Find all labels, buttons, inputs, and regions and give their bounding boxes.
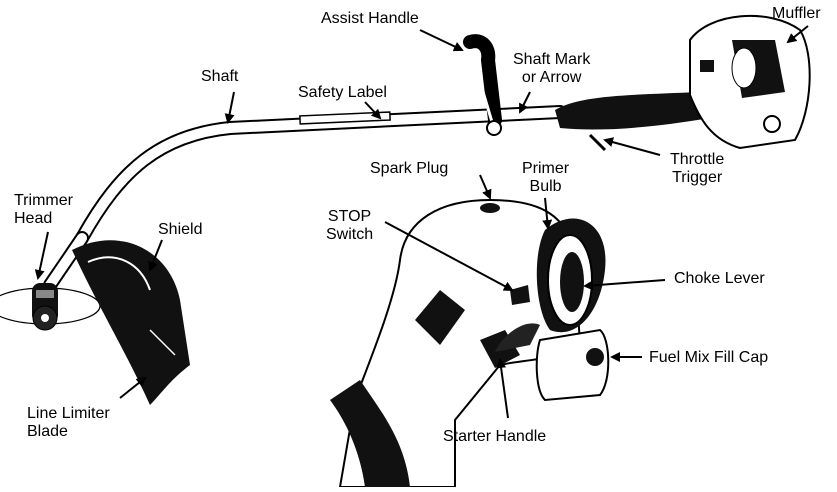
- label-assist-handle: Assist Handle: [321, 10, 419, 27]
- label-shaft: Shaft: [201, 68, 239, 85]
- assist-handle-drawing: [463, 34, 502, 136]
- arrow-line-limiter: [119, 376, 147, 399]
- label-spark-plug: Spark Plug: [370, 160, 449, 177]
- arrow-trimmer-head: [34, 231, 49, 280]
- safety-label-drawing: [299, 111, 391, 125]
- label-fuel-mix-fill-cap: Fuel Mix Fill Cap: [649, 349, 769, 366]
- arrow-stop-switch: [384, 221, 514, 291]
- arrow-primer-bulb: [542, 197, 553, 230]
- label-muffler: Muffler: [772, 5, 821, 22]
- arrow-assist-handle: [419, 29, 464, 52]
- arrow-shaft: [224, 91, 235, 124]
- arrow-throttle-trigger: [603, 137, 661, 156]
- label-safety-label: Safety Label: [298, 84, 387, 101]
- rear-grip-drawing: [555, 92, 710, 152]
- arrow-muffler: [786, 25, 809, 44]
- label-choke-lever: Choke Lever: [674, 270, 765, 287]
- arrow-starter-handle: [496, 358, 509, 419]
- arrow-shaft-mark: [519, 91, 531, 114]
- label-starter-handle: Starter Handle: [443, 428, 547, 445]
- arrow-choke-lever: [583, 279, 666, 291]
- arrow-spark-plug: [479, 174, 492, 200]
- shaft-drawing: [43, 105, 567, 292]
- shield-drawing: [72, 240, 190, 405]
- label-shield: Shield: [158, 221, 203, 238]
- arrow-shield: [148, 239, 163, 272]
- engine-top-drawing: [689, 14, 811, 150]
- arrow-safety-label: [364, 101, 382, 120]
- engine-closeup-drawing: [330, 198, 610, 488]
- trimmer-head-drawing: [0, 283, 101, 331]
